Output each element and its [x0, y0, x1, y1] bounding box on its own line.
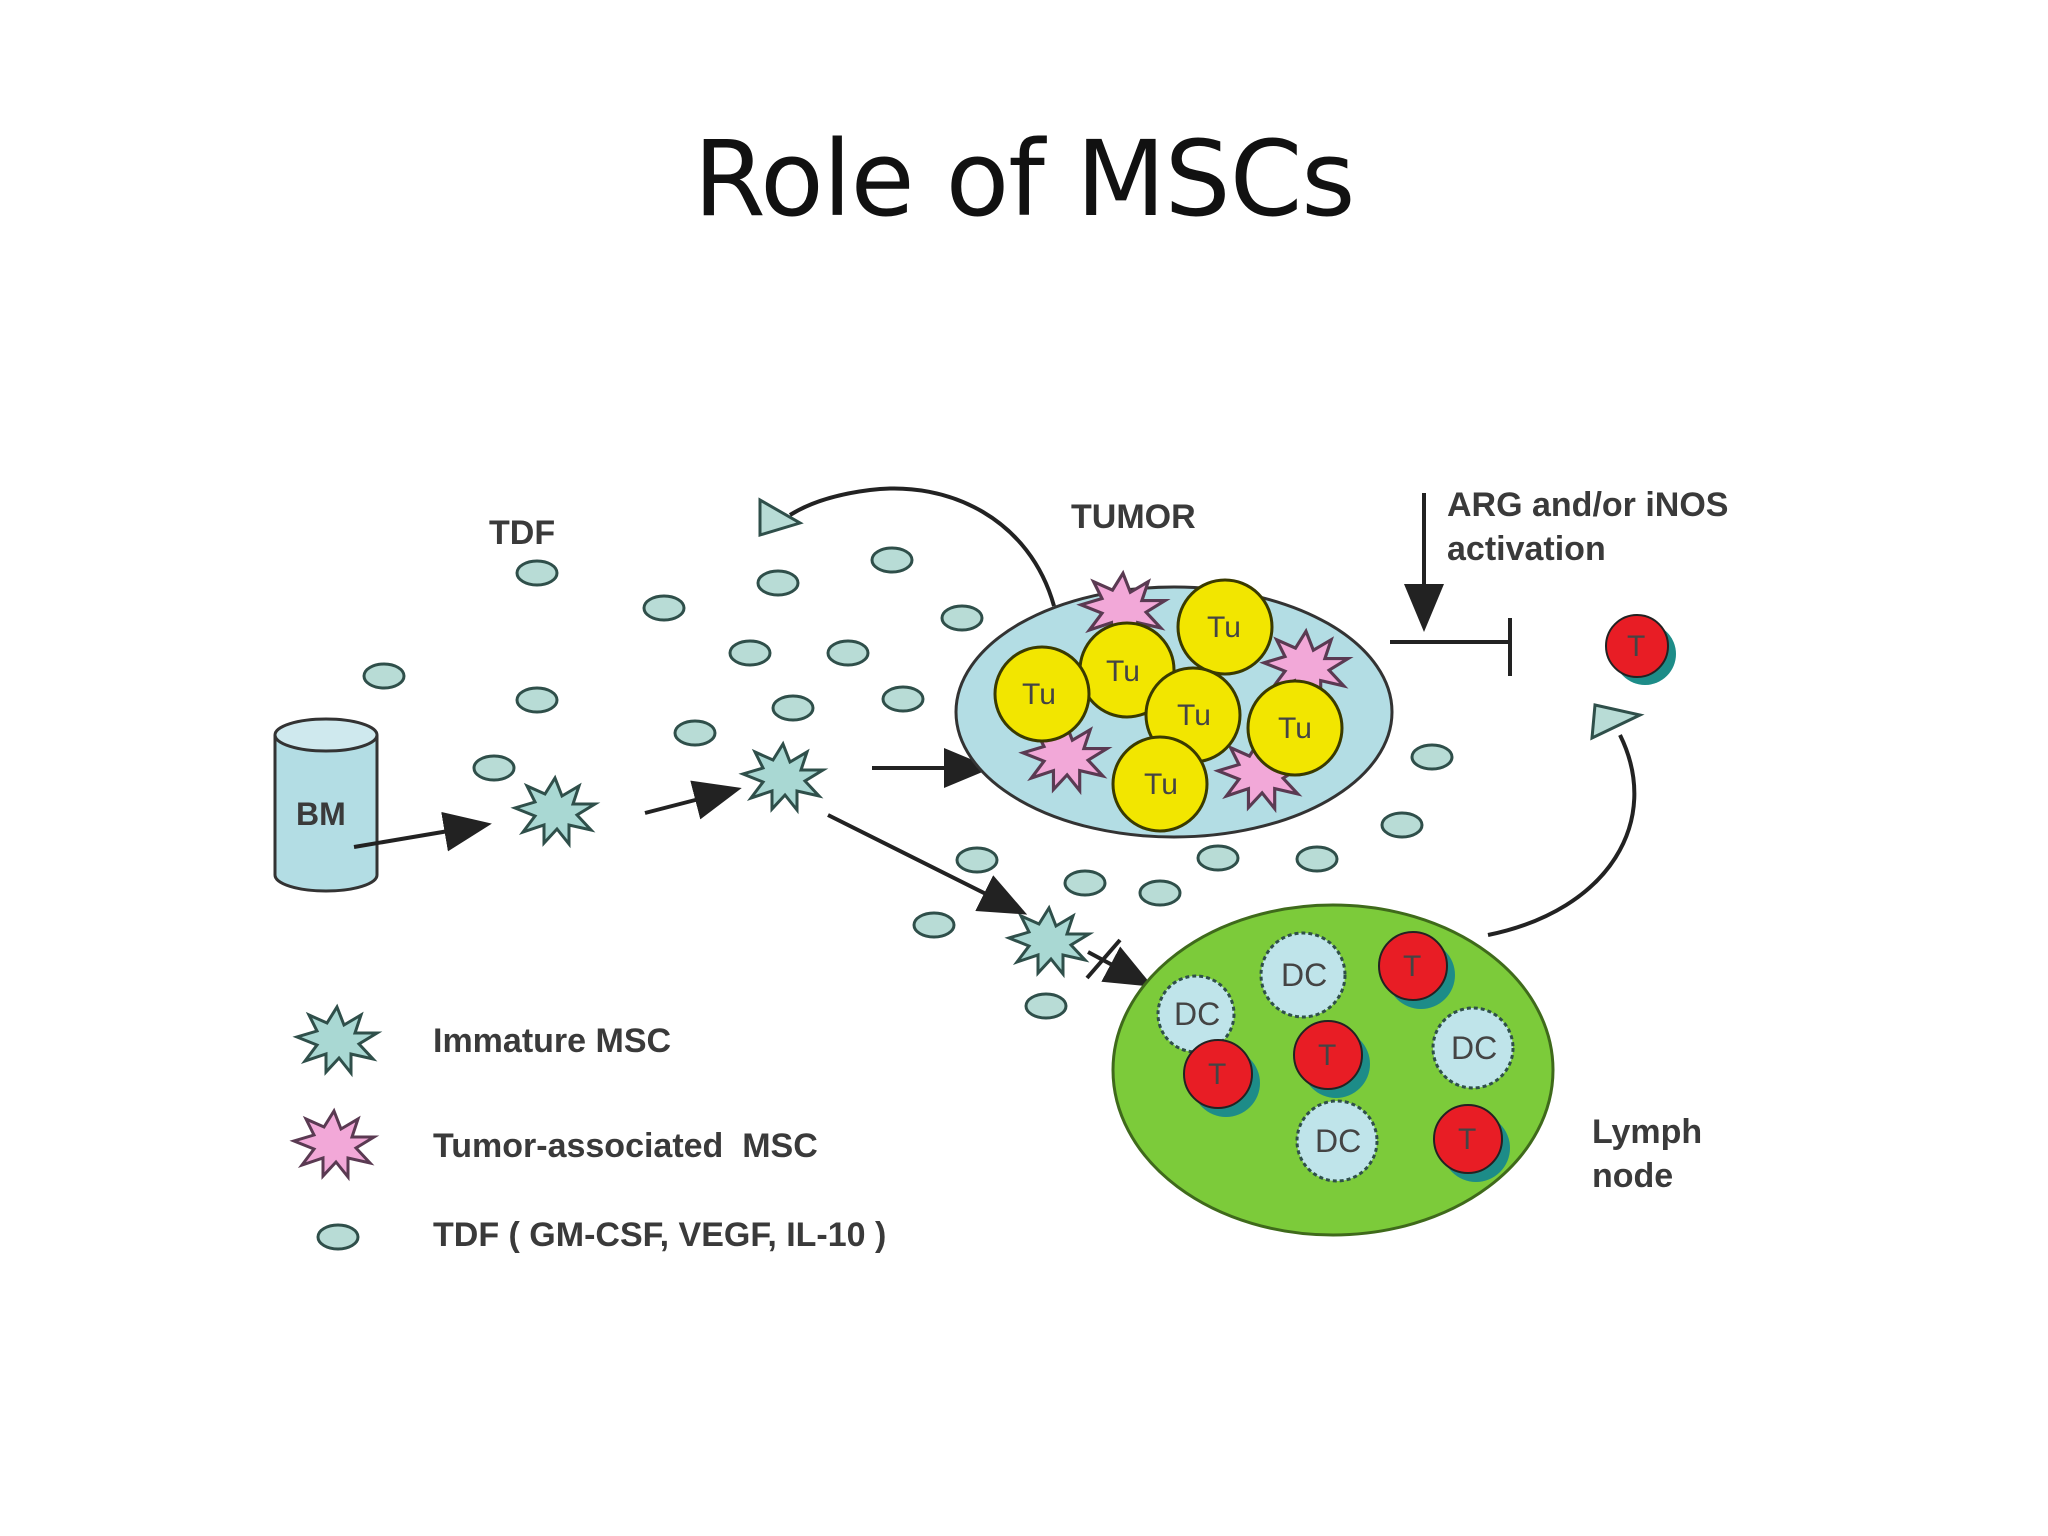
bm-label: BM	[296, 796, 346, 832]
msc-to-msc-arrow	[644, 780, 742, 820]
tdf-particle-icon	[1196, 844, 1240, 872]
tumor-cell	[1176, 578, 1274, 676]
tdf-particle-icon	[673, 719, 717, 747]
tdf-particle-icon	[940, 604, 984, 632]
lymph-to-tcell-curve	[1487, 734, 1637, 937]
legend-label-tumor-associated-msc: Tumor-associated MSC	[433, 1127, 818, 1165]
lymph-node-label-line2: node	[1592, 1157, 1673, 1195]
tumor-cell-label: Tu	[1106, 655, 1140, 688]
tdf-particle-icon	[756, 569, 800, 597]
tdf-particles	[362, 546, 1454, 1020]
tumor-region: Tu Tu Tu Tu Tu Tu	[954, 569, 1394, 839]
dc-label: DC	[1451, 1030, 1497, 1066]
t-cell-label: T	[1458, 1123, 1476, 1156]
immature-msc-icon	[1004, 904, 1095, 979]
t-cell	[1378, 931, 1448, 1001]
dendritic-cell	[1295, 1099, 1379, 1183]
legend-label-tdf: TDF ( GM-CSF, VEGF, IL-10 )	[433, 1216, 886, 1254]
target-t-cell: T	[1605, 614, 1676, 685]
arg-inos-label-line1: ARG and/or iNOS	[1447, 486, 1728, 524]
dendritic-cell	[1259, 931, 1347, 1019]
tdf-particle-icon	[515, 559, 559, 587]
dc-label: DC	[1281, 957, 1327, 993]
tdf-particle-icon	[515, 686, 559, 714]
tumor-cell-label: Tu	[1207, 611, 1241, 644]
msc-to-lymph-node-arrow	[1087, 946, 1154, 987]
tdf-particle-icon	[1138, 879, 1182, 907]
tdf-particle-icon	[1024, 992, 1068, 1020]
inhibition-bar	[1085, 938, 1122, 980]
tdf-particle-icon	[870, 546, 914, 574]
tumor-cell-label: Tu	[1278, 712, 1312, 745]
tumor-cell-label: Tu	[1022, 678, 1056, 711]
tdf-particle-icon	[1063, 869, 1107, 897]
tdf-particle-icon	[1410, 743, 1454, 771]
tumor-label: TUMOR	[1071, 498, 1196, 536]
tumor-cell	[1246, 679, 1344, 777]
legend-tdf-particle-icon	[316, 1223, 360, 1251]
tdf-particle-icon	[1380, 811, 1424, 839]
legend: Immature MSC Tumor-associated MSC TDF ( …	[289, 1003, 886, 1254]
t-cell	[1293, 1020, 1363, 1090]
tdf-particle-icon	[642, 594, 686, 622]
t-cell	[1433, 1104, 1503, 1174]
t-cell-label: T	[1318, 1039, 1336, 1072]
arg-inos-label-line2: activation	[1447, 530, 1606, 568]
msc-to-lymph-arrow	[827, 813, 1028, 915]
bm-to-msc-arrow	[353, 811, 492, 852]
tdf-particle-icon	[912, 911, 956, 939]
tdf-particle-icon	[826, 639, 870, 667]
dc-label: DC	[1174, 996, 1220, 1032]
tumor-cell	[993, 645, 1091, 743]
legend-label-immature-msc: Immature MSC	[433, 1022, 671, 1060]
tdf-particle-icon	[881, 685, 925, 713]
immature-msc-icon	[510, 774, 601, 849]
dc-label: DC	[1315, 1123, 1361, 1159]
t-cell	[1183, 1039, 1253, 1109]
lymph-node-label-line1: Lymph	[1592, 1113, 1702, 1151]
legend-immature-msc-icon	[292, 1003, 383, 1078]
tdf-label: TDF	[489, 514, 555, 552]
tumor-cell-label: Tu	[1177, 699, 1211, 732]
immature-msc-icon	[738, 740, 829, 815]
bone-marrow-cylinder: BM	[273, 717, 379, 893]
tdf-particle-icon	[472, 754, 516, 782]
tdf-particle-icon	[771, 694, 815, 722]
tdf-particle-icon	[362, 662, 406, 690]
tumor-recruit-curve	[788, 486, 1056, 607]
t-cell-label: T	[1208, 1058, 1226, 1091]
lymph-node: DC DC DC DC T T T T	[1111, 903, 1555, 1237]
legend-tumor-associated-msc-icon	[289, 1107, 380, 1182]
tdf-particle-icon	[955, 846, 999, 874]
t-cell-label: T	[1403, 950, 1421, 983]
tumor-cell	[1111, 735, 1209, 833]
tdf-particle-icon	[1295, 845, 1339, 873]
slide-title: Role of MSCs	[693, 118, 1355, 240]
open-triangle-icon	[758, 497, 804, 538]
tumor-cell-label: Tu	[1144, 768, 1178, 801]
dendritic-cell	[1431, 1006, 1515, 1090]
t-cell-label: T	[1627, 630, 1645, 663]
open-triangle-icon	[1590, 703, 1645, 741]
tdf-particle-icon	[728, 639, 772, 667]
